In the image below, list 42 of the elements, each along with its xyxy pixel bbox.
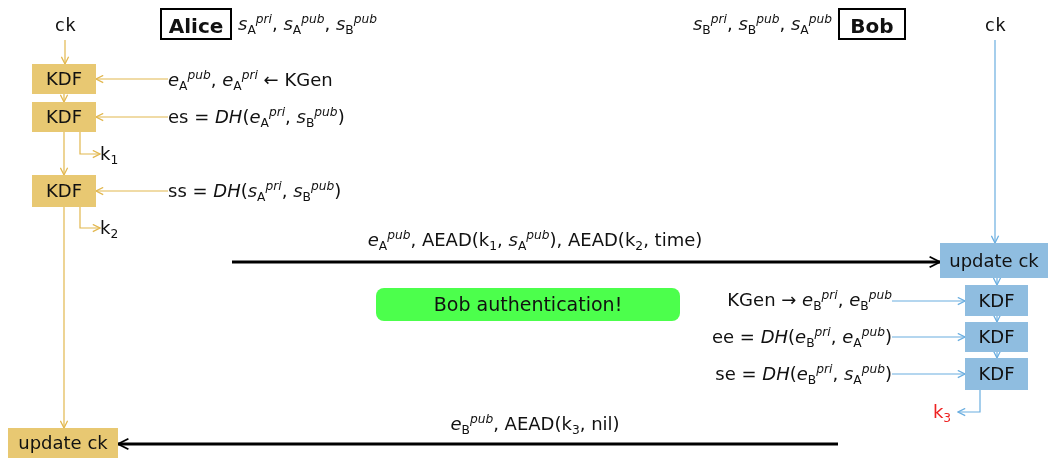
arrow [992, 350, 1002, 359]
key-label: k$_{1}$ [100, 140, 136, 168]
kdf-box: KDF [965, 358, 1028, 390]
arrow [117, 437, 838, 451]
key-label: k$_{2}$ [100, 214, 136, 242]
arrow [59, 93, 69, 103]
formula-text: ee = DH(e$_{B}$$^{pri}$, e$_{A}$$^{pub}$) [640, 321, 892, 353]
kdf-box: KDF [965, 285, 1028, 316]
kdf-box: KDF [32, 175, 96, 207]
ck-label: ck [45, 10, 85, 40]
arrow [95, 112, 169, 122]
arrow [79, 206, 101, 233]
message-label: e$_{B}$$^{pub}$, AEAD(k$_{3}$, nil) [449, 411, 621, 439]
kdf-box: KDF [32, 64, 96, 94]
arrow [992, 314, 1002, 323]
arrow [59, 131, 69, 176]
arrow [891, 369, 966, 379]
kdf-box: KDF [32, 102, 96, 132]
update-box: update ck [8, 428, 118, 458]
formula-text: e$_{A}$$^{pub}$, e$_{A}$$^{pri}$ ← KGen [168, 64, 428, 96]
arrow [232, 255, 941, 269]
arrow [59, 206, 69, 429]
party-box: Bob [838, 8, 906, 40]
arrow [79, 131, 101, 159]
formula-text: ss = DH(s$_{A}$$^{pri}$, s$_{B}$$^{pub}$) [168, 175, 428, 207]
arrow [95, 74, 169, 84]
arrow [891, 296, 966, 306]
arrow [957, 389, 981, 417]
formula-text: es = DH(e$_{A}$$^{pri}$, s$_{B}$$^{pub}$) [168, 101, 428, 133]
kdf-box: KDF [965, 322, 1028, 352]
message-label: e$_{A}$$^{pub}$, AEAD(k$_{1}$, s$_{A}$$^{pub}$), AEAD(k$_{2}$, time) [366, 227, 704, 255]
arrow [60, 39, 70, 65]
status-banner: Bob authentication! [376, 288, 680, 321]
formula-text: se = DH(e$_{B}$$^{pri}$, s$_{A}$$^{pub}$) [640, 358, 892, 390]
ck-label: ck [975, 10, 1015, 40]
arrow [95, 186, 169, 196]
party-box: Alice [160, 8, 232, 40]
key-label: k$_{3}$ [926, 398, 958, 426]
arrow [990, 39, 1000, 244]
arrow [891, 332, 966, 342]
arrow [992, 277, 1002, 286]
update-box: update ck [940, 243, 1048, 278]
